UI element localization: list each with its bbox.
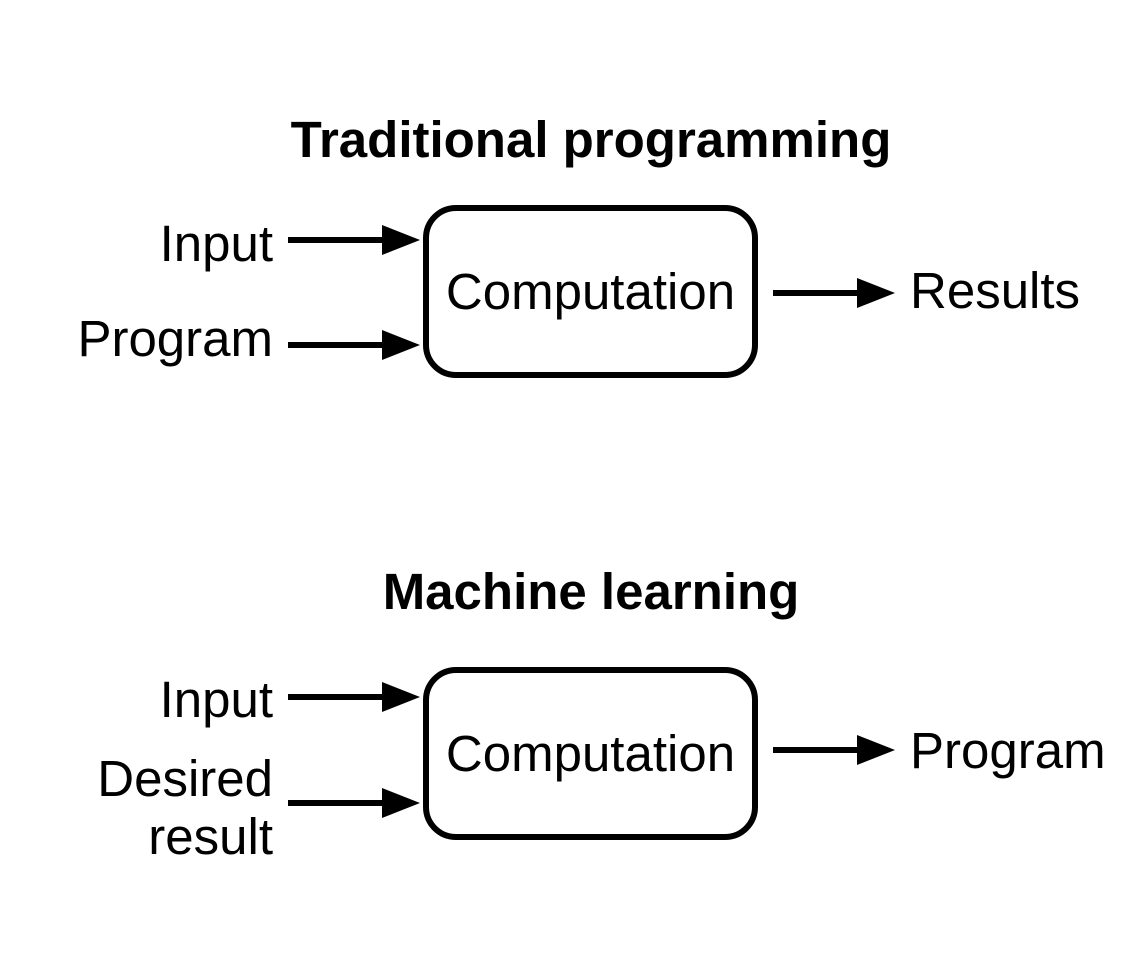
computation-box-ml: Computation xyxy=(423,667,758,840)
arrow-shaft xyxy=(288,237,382,243)
traditional-programming-title: Traditional programming xyxy=(290,111,892,168)
input-label-traditional: Input xyxy=(159,215,273,272)
arrow-head-icon xyxy=(857,278,895,308)
machine-learning-title: Machine learning xyxy=(382,563,800,620)
input-arrow-ml xyxy=(288,682,420,712)
arrow-head-icon xyxy=(382,682,420,712)
arrow-head-icon xyxy=(382,225,420,255)
program-arrow-traditional xyxy=(288,330,420,360)
arrow-head-icon xyxy=(382,788,420,818)
arrow-head-icon xyxy=(857,735,895,765)
program-output-label: Program xyxy=(910,722,1106,779)
arrow-shaft xyxy=(288,342,382,348)
output-arrow-ml xyxy=(773,735,895,765)
arrow-head-icon xyxy=(382,330,420,360)
output-arrow-traditional xyxy=(773,278,895,308)
arrow-shaft xyxy=(288,800,382,806)
computation-box-traditional: Computation xyxy=(423,205,758,378)
computation-label-ml: Computation xyxy=(445,724,736,782)
desired-result-arrow-ml xyxy=(288,788,420,818)
results-label: Results xyxy=(910,262,1081,319)
program-label-traditional: Program xyxy=(77,310,273,367)
desired-result-label-ml: Desired result xyxy=(97,750,273,865)
arrow-shaft xyxy=(288,694,382,700)
arrow-shaft xyxy=(773,747,857,753)
arrow-shaft xyxy=(773,290,857,296)
input-label-ml: Input xyxy=(159,671,273,728)
input-arrow-traditional xyxy=(288,225,420,255)
computation-label-traditional: Computation xyxy=(445,262,736,320)
